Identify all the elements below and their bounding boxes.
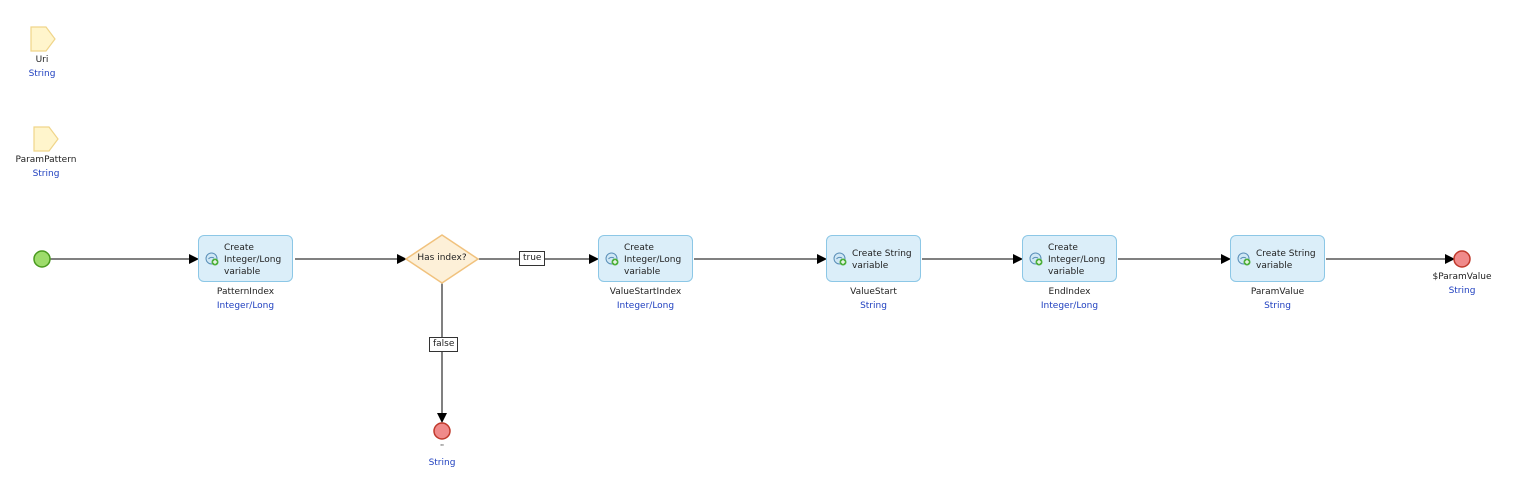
end-event-empty-type: String	[428, 458, 456, 468]
create-variable-icon	[1029, 252, 1043, 266]
end-event-paramvalue	[1453, 250, 1471, 268]
activity-label: Create String variable	[1256, 249, 1316, 271]
activity-create-endindex[interactable]: Create Integer/Long variable	[1022, 235, 1117, 282]
decision-diamond	[404, 234, 480, 284]
activity-create-paramvalue[interactable]: Create String variable	[1230, 235, 1325, 282]
flow-label-true: true	[519, 251, 546, 266]
activity-label: Create Integer/Long variable	[624, 243, 682, 277]
end-event-empty-value: ''	[440, 443, 444, 451]
activity-create-valuestart[interactable]: Create String variable	[826, 235, 921, 282]
create-variable-icon	[1237, 252, 1251, 266]
decision-label[interactable]: Has index?	[417, 253, 467, 263]
parameter-uri-type: String	[28, 69, 56, 79]
parameter-parampattern-shape	[33, 126, 59, 152]
activity-output-name: PatternIndex	[216, 287, 275, 297]
create-variable-icon	[833, 252, 847, 266]
activity-output-type: Integer/Long	[216, 301, 275, 311]
end-event-empty	[433, 422, 451, 440]
start-event	[33, 250, 51, 268]
activity-label: Create Integer/Long variable	[224, 243, 282, 277]
activity-create-patternindex[interactable]: Create Integer/Long variable	[198, 235, 293, 282]
activity-output-name: ParamValue	[1250, 287, 1305, 297]
flow-label-false: false	[429, 337, 459, 352]
end-event-return-value: $ParamValue	[1432, 272, 1492, 282]
activity-output-name: EndIndex	[1048, 287, 1091, 297]
activity-output-name: ValueStartIndex	[609, 287, 682, 297]
activity-output-type: String	[860, 301, 887, 311]
activity-label: Create Integer/Long variable	[1048, 243, 1106, 277]
parameter-parampattern-type: String	[32, 169, 60, 179]
activity-output-type: Integer/Long	[616, 301, 675, 311]
create-variable-icon	[605, 252, 619, 266]
create-variable-icon	[205, 252, 219, 266]
end-event-return-type: String	[1448, 286, 1476, 296]
activity-output-name: ValueStart	[850, 287, 897, 297]
activity-create-valuestartindex[interactable]: Create Integer/Long variable	[598, 235, 693, 282]
parameter-uri-name: Uri	[35, 55, 49, 65]
activity-label: Create String variable	[852, 249, 912, 271]
parameter-uri-shape	[30, 26, 56, 52]
activity-output-type: String	[1264, 301, 1291, 311]
parameter-parampattern-name: ParamPattern	[15, 155, 77, 165]
activity-output-type: Integer/Long	[1040, 301, 1099, 311]
